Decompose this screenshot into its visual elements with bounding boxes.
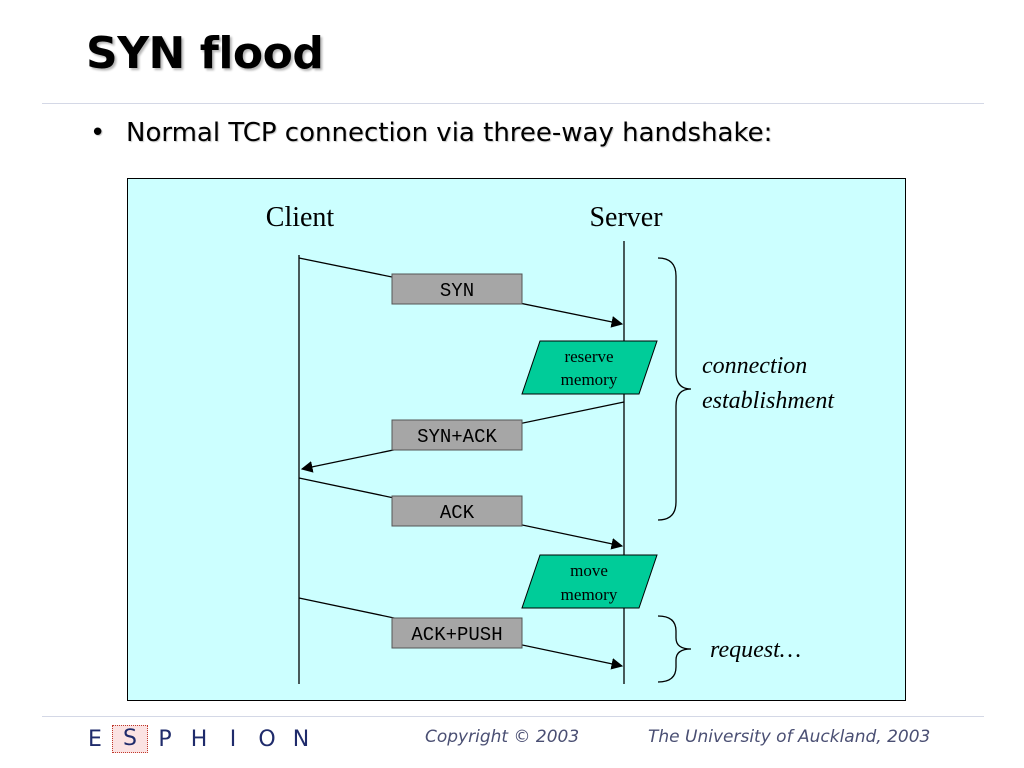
esphion-logo: E S P H I O N	[78, 724, 318, 754]
bullet-text: Normal TCP connection via three-way hand…	[126, 118, 773, 148]
phase-request-label: request…	[710, 637, 801, 663]
ack-push-label: ACK+PUSH	[411, 624, 502, 646]
client-label: Client	[266, 202, 335, 233]
move-memory-action: move memory	[521, 554, 658, 609]
syn-message: SYN	[391, 273, 523, 305]
handshake-diagram: Client Server SYN SYN+ACK ACK ACK+PUSH	[127, 178, 906, 701]
slide-title: SYN flood	[86, 28, 324, 79]
footer-divider	[42, 716, 984, 717]
logo-letter: O	[258, 726, 276, 752]
phase-connection-line1: connection	[702, 353, 807, 379]
footer-copyright: Copyright © 2003	[425, 727, 580, 747]
title-divider	[42, 103, 984, 104]
establishment-brace	[657, 257, 692, 521]
ack-label: ACK	[440, 502, 475, 524]
move-memory-line2: memory	[561, 585, 618, 604]
reserve-memory-action: reserve memory	[521, 340, 658, 395]
bullet-item: • Normal TCP connection via three-way han…	[90, 118, 772, 148]
footer-institution: The University of Auckland, 2003	[648, 727, 931, 747]
syn-ack-label: SYN+ACK	[417, 426, 497, 448]
logo-letter: H	[190, 726, 208, 752]
request-brace	[657, 615, 692, 683]
move-memory-line1: move	[570, 561, 608, 580]
syn-label: SYN	[440, 280, 474, 302]
logo-letter: N	[292, 726, 310, 752]
phase-connection-line2: establishment	[702, 388, 835, 414]
reserve-memory-line1: reserve	[564, 347, 613, 366]
logo-letter: I	[229, 726, 237, 752]
logo-letter: E	[88, 726, 102, 752]
ack-message: ACK	[391, 495, 523, 527]
bullet-icon: •	[90, 118, 106, 148]
handshake-svg: Client Server SYN SYN+ACK ACK ACK+PUSH	[266, 202, 835, 684]
server-label: Server	[589, 202, 663, 233]
logo-letter-highlight: S	[112, 725, 148, 753]
ack-push-message: ACK+PUSH	[391, 617, 523, 649]
logo-letter: P	[158, 726, 172, 752]
reserve-memory-line2: memory	[561, 370, 618, 389]
syn-ack-message: SYN+ACK	[391, 419, 523, 451]
